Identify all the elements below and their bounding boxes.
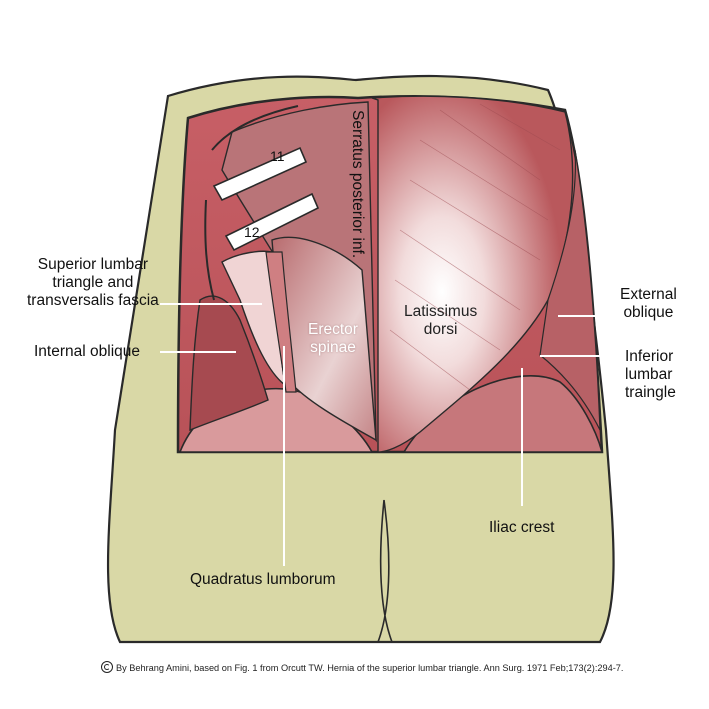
label-line: lumbar	[625, 366, 673, 383]
credit-text: By Behrang Amini, based on Fig. 1 from O…	[116, 663, 624, 673]
label-iliac-crest: Iliac crest	[489, 519, 555, 536]
ribcage-edge	[204, 105, 299, 301]
rib-number-11: 11	[270, 148, 285, 164]
latissimus-fibres	[389, 103, 561, 391]
label-latissimus-dorsi: Latissimus dorsi	[404, 303, 477, 339]
label-line: oblique	[623, 304, 674, 321]
internal-oblique-muscle	[189, 295, 269, 432]
label-erector-spinae: Erector spinae	[308, 321, 358, 357]
label-line: Inferior	[625, 348, 674, 365]
rib-11	[212, 146, 308, 202]
external-oblique-muscle	[539, 149, 601, 431]
quadratus-lumborum-muscle	[265, 251, 297, 393]
label-internal-oblique: Internal oblique	[34, 343, 140, 360]
label-line: triangle and	[52, 274, 134, 291]
rib-12	[224, 192, 320, 252]
label-serratus-posterior-inferior: Serratus posterior inf.	[349, 110, 366, 259]
label-line: transversalis fascia	[27, 292, 159, 309]
label-line: spinae	[310, 339, 356, 356]
label-line: traingle	[625, 384, 676, 401]
image-credit: By Behrang Amini, based on Fig. 1 from O…	[101, 661, 623, 673]
label-inferior-lumbar-triangle: Inferior lumbar traingle	[625, 348, 676, 402]
label-line: dorsi	[423, 321, 458, 338]
leader-lines	[160, 303, 614, 566]
copyleft-icon	[101, 661, 113, 673]
label-superior-lumbar-triangle: Superior lumbar triangle and transversal…	[27, 256, 159, 310]
label-line: External	[620, 286, 677, 303]
label-quadratus-lumborum: Quadratus lumborum	[190, 571, 336, 588]
label-line: Erector	[308, 321, 358, 338]
label-line: Latissimus	[404, 303, 478, 320]
rib-number-12: 12	[244, 224, 260, 240]
label-external-oblique: External oblique	[620, 286, 677, 322]
gluteal-cleft	[377, 499, 393, 643]
label-line: Superior lumbar	[37, 256, 149, 273]
